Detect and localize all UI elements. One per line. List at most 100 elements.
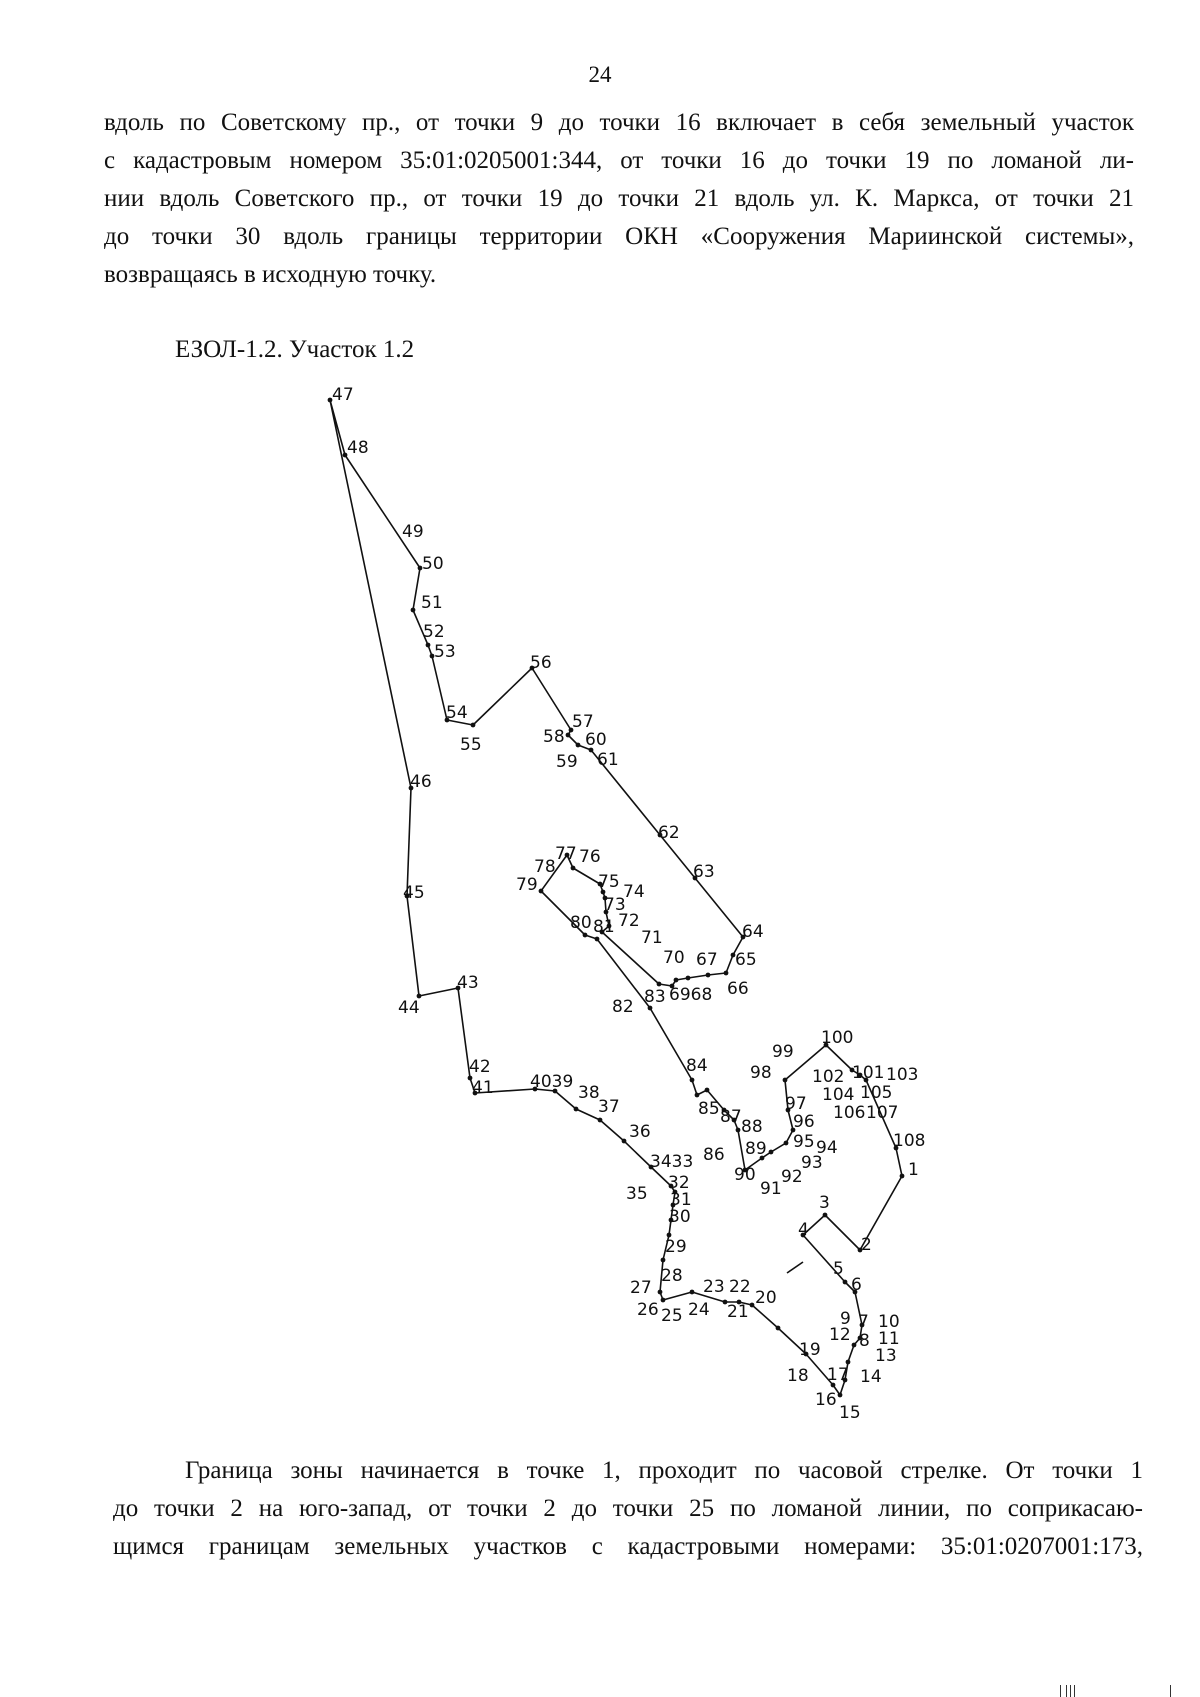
- point-label: 56: [530, 653, 552, 673]
- boundary-point: [668, 1217, 674, 1223]
- point-label: 44: [398, 998, 420, 1018]
- point-label: 94: [816, 1138, 838, 1158]
- boundary-point: [660, 1297, 666, 1303]
- point-label: 46: [410, 772, 432, 792]
- boundary-point: [416, 993, 422, 999]
- boundary-point: [857, 1072, 863, 1078]
- point-label: 37: [598, 1097, 620, 1117]
- boundary-point: [594, 936, 600, 942]
- boundary-point: [742, 1167, 748, 1173]
- boundary-point: [775, 1325, 781, 1331]
- point-label: 12: [829, 1325, 851, 1345]
- boundary-point: [673, 977, 679, 983]
- point-label: 47: [332, 385, 354, 405]
- boundary-point: [735, 1127, 741, 1133]
- boundary-point: [564, 852, 570, 858]
- top-paragraph: вдоль по Советскому пр., от точки 9 до т…: [104, 104, 1134, 294]
- point-label: 73: [604, 895, 626, 915]
- boundary-point: [621, 1138, 627, 1144]
- boundary-point: [327, 397, 333, 403]
- point-label: 67: [696, 950, 718, 970]
- point-label: 54: [446, 703, 468, 723]
- paragraph-line: с кадастровым номером 35:01:0205001:344,…: [104, 147, 1134, 174]
- boundary-point: [602, 895, 608, 901]
- point-label: 104: [822, 1085, 854, 1105]
- boundary-point: [668, 1183, 674, 1189]
- boundary-point: [768, 1149, 774, 1155]
- bottom-paragraph: Граница зоны начинается в точке 1, прохо…: [113, 1452, 1143, 1566]
- point-label: 74: [623, 882, 645, 902]
- boundary-point: [647, 1005, 653, 1011]
- boundary-point: [851, 1342, 857, 1348]
- boundary-point: [599, 929, 605, 935]
- boundary-point: [444, 717, 450, 723]
- boundary-point: [736, 1299, 742, 1305]
- point-label: 24: [688, 1300, 710, 1320]
- boundary-point: [342, 452, 348, 458]
- point-label: 58: [543, 727, 565, 747]
- boundary-point: [666, 1232, 672, 1238]
- boundary-point: [648, 1164, 654, 1170]
- paragraph-line: до точки 30 вдоль границы территории ОКН…: [104, 223, 1134, 250]
- point-label: 50: [422, 554, 444, 574]
- point-label: 95: [793, 1132, 815, 1152]
- boundary-point: [552, 1088, 558, 1094]
- point-label: 32: [668, 1173, 690, 1193]
- scan-marks: [1060, 1680, 1180, 1697]
- boundary-point: [600, 889, 606, 895]
- boundary-point: [588, 747, 594, 753]
- boundary-point: [455, 985, 461, 991]
- boundary-point: [837, 1392, 843, 1398]
- boundary-point: [705, 972, 711, 978]
- boundary-point: [790, 1127, 796, 1133]
- point-label: 96: [793, 1112, 815, 1132]
- point-label: 85: [698, 1099, 720, 1119]
- point-label: 66: [727, 979, 749, 999]
- point-label: 63: [693, 862, 715, 882]
- point-label: 99: [772, 1042, 794, 1062]
- point-label: 80: [570, 913, 592, 933]
- boundary-point: [410, 607, 416, 613]
- page-number: 24: [588, 62, 612, 87]
- point-label: 17: [827, 1365, 849, 1385]
- point-label: 42: [469, 1057, 491, 1077]
- point-label: 25: [661, 1306, 683, 1326]
- boundary-point: [425, 642, 431, 648]
- point-label: 38: [578, 1083, 600, 1103]
- boundary-point: [692, 875, 698, 881]
- boundary-point: [603, 909, 609, 915]
- paragraph-line: щимся границам земельных участков с када…: [113, 1533, 1143, 1560]
- boundary-point: [857, 1335, 863, 1341]
- point-label: 92: [781, 1167, 803, 1187]
- boundary-point: [532, 1086, 538, 1092]
- point-label: 6: [851, 1275, 862, 1295]
- boundary-point: [694, 1092, 700, 1098]
- boundary-point: [723, 970, 729, 976]
- point-label: 22: [729, 1277, 751, 1297]
- point-label: 4: [798, 1220, 809, 1240]
- point-label: 75: [598, 872, 620, 892]
- boundary-point: [782, 1077, 788, 1083]
- point-label: 79: [516, 875, 538, 895]
- boundary-point: [899, 1173, 905, 1179]
- boundary-point: [470, 722, 476, 728]
- boundary-point: [669, 983, 675, 989]
- point-label: 83: [644, 987, 666, 1007]
- boundary-point: [656, 981, 662, 987]
- boundary-point: [823, 1042, 829, 1048]
- point-label: 84: [686, 1056, 708, 1076]
- point-label: 53: [434, 642, 456, 662]
- boundary-point: [863, 1077, 869, 1083]
- point-label: 89: [745, 1139, 767, 1159]
- boundary-point: [849, 1067, 855, 1073]
- point-label: 103: [886, 1065, 918, 1085]
- boundary-point: [568, 727, 574, 733]
- point-label: 19: [799, 1340, 821, 1360]
- boundary-point: [721, 1107, 727, 1113]
- boundary-point: [408, 785, 414, 791]
- point-label: 82: [612, 997, 634, 1017]
- boundary-point: [575, 742, 581, 748]
